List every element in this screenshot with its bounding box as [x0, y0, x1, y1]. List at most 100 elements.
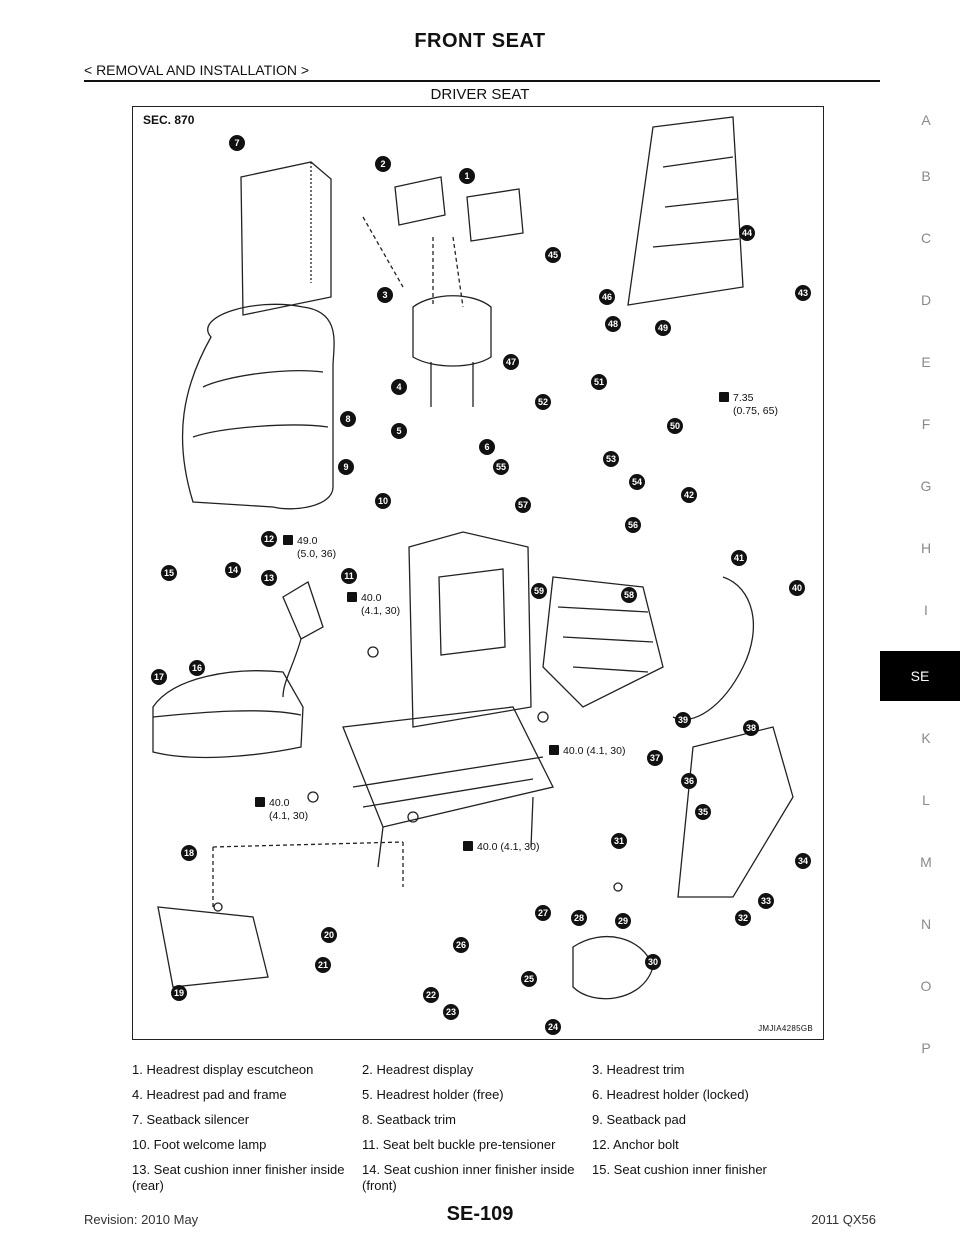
torque-label: 7.35 (0.75, 65) — [719, 392, 778, 418]
svg-text:35: 35 — [698, 807, 708, 817]
svg-text:3: 3 — [382, 290, 387, 300]
tab-e[interactable]: E — [921, 354, 931, 370]
svg-text:59: 59 — [534, 586, 544, 596]
tab-o[interactable]: O — [920, 978, 932, 994]
svg-text:7: 7 — [234, 138, 239, 148]
tab-g[interactable]: G — [920, 478, 932, 494]
svg-text:27: 27 — [538, 908, 548, 918]
svg-text:38: 38 — [746, 723, 756, 733]
legend-item: 5. Headrest holder (free) — [362, 1087, 504, 1102]
section-title: DRIVER SEAT — [430, 86, 530, 103]
legend-item: 7. Seatback silencer — [132, 1112, 250, 1127]
exploded-diagram: 7 2 1 45 46 3 4 48 49 47 44 43 51 52 50 … — [132, 106, 824, 1040]
legend-item: 10. Foot welcome lamp — [132, 1137, 267, 1152]
svg-text:44: 44 — [742, 228, 752, 238]
parts-legend: 1. Headrest display escutcheon 2. Headre… — [132, 1058, 822, 1199]
legend-row: 10. Foot welcome lamp 11. Seat belt buck… — [132, 1133, 822, 1158]
headrest-shape — [412, 295, 492, 367]
svg-text:49: 49 — [658, 323, 668, 333]
svg-text:21: 21 — [318, 960, 328, 970]
torque-value: 40.0 (4.1, 30) — [477, 841, 540, 853]
headrest-escutcheon-shape — [466, 188, 524, 242]
svg-text:22: 22 — [426, 990, 436, 1000]
svg-text:33: 33 — [761, 896, 771, 906]
legend-item: 8. Seatback trim — [362, 1112, 456, 1127]
seatback-board-shape — [627, 116, 744, 306]
tab-f[interactable]: F — [921, 416, 931, 432]
legend-row: 1. Headrest display escutcheon 2. Headre… — [132, 1058, 822, 1083]
section-code: SEC. 870 — [143, 113, 195, 127]
tab-b[interactable]: B — [921, 168, 931, 184]
breadcrumb: < REMOVAL AND INSTALLATION > — [84, 62, 310, 78]
revision-date: Revision: 2010 May — [84, 1212, 199, 1227]
torque-icon — [719, 392, 729, 402]
torque-icon — [463, 841, 473, 851]
svg-text:9: 9 — [343, 462, 348, 472]
cushion-spring-shape — [542, 576, 664, 708]
legend-item: 15. Seat cushion inner finisher — [592, 1162, 767, 1177]
svg-text:53: 53 — [606, 454, 616, 464]
svg-text:13: 13 — [264, 573, 274, 583]
svg-text:24: 24 — [548, 1022, 558, 1032]
svg-text:19: 19 — [174, 988, 184, 998]
legend-item: 9. Seatback pad — [592, 1112, 686, 1127]
seatback-trim-shape — [181, 303, 335, 510]
svg-text:46: 46 — [602, 292, 612, 302]
header-rule — [84, 80, 880, 82]
legend-item: 2. Headrest display — [362, 1062, 474, 1077]
svg-text:11: 11 — [344, 571, 354, 581]
svg-text:1: 1 — [464, 171, 469, 181]
torque-icon — [549, 745, 559, 755]
headrest-display-shape — [394, 176, 446, 226]
legend-row: 7. Seatback silencer 8. Seatback trim 9.… — [132, 1108, 822, 1133]
tab-k[interactable]: K — [921, 730, 931, 746]
torque-label: 40.0 (4.1, 30) — [549, 745, 625, 758]
page-number: SE-109 — [446, 1203, 514, 1225]
page-title: FRONT SEAT — [414, 30, 546, 52]
legend-row: 4. Headrest pad and frame 5. Headrest ho… — [132, 1083, 822, 1108]
torque-icon — [255, 797, 265, 807]
tab-p[interactable]: P — [921, 1040, 931, 1056]
svg-text:10: 10 — [378, 496, 388, 506]
svg-text:12: 12 — [264, 534, 274, 544]
svg-text:50: 50 — [670, 421, 680, 431]
torque-label: 40.0 (4.1, 30) — [463, 841, 539, 854]
tab-h[interactable]: H — [920, 540, 932, 556]
tab-d[interactable]: D — [920, 292, 932, 308]
diagram-drawing: 7 2 1 45 46 3 4 48 49 47 44 43 51 52 50 … — [151, 116, 811, 1035]
seat-cushion-shape — [152, 670, 304, 759]
tab-m[interactable]: M — [920, 854, 932, 870]
legend-item: 6. Headrest holder (locked) — [592, 1087, 749, 1102]
legend-item: 14. Seat cushion inner finisher inside (… — [362, 1162, 575, 1193]
torque-label: 49.0 (5.0, 36) — [283, 535, 336, 561]
svg-text:41: 41 — [734, 553, 744, 563]
svg-text:36: 36 — [684, 776, 694, 786]
svg-text:58: 58 — [624, 590, 634, 600]
svg-text:30: 30 — [648, 957, 658, 967]
lower-cover-shape — [572, 935, 654, 1000]
svg-text:47: 47 — [506, 357, 516, 367]
tab-a[interactable]: A — [921, 112, 931, 128]
tab-n[interactable]: N — [920, 916, 932, 932]
legend-item: 13. Seat cushion inner finisher inside (… — [132, 1162, 345, 1193]
model-year: 2011 QX56 — [811, 1212, 876, 1227]
svg-text:52: 52 — [538, 397, 548, 407]
tab-i[interactable]: I — [924, 602, 928, 618]
legend-item: 4. Headrest pad and frame — [132, 1087, 287, 1102]
front-finisher-shape — [157, 906, 269, 988]
svg-text:16: 16 — [192, 663, 202, 673]
svg-text:55: 55 — [496, 462, 506, 472]
svg-text:8: 8 — [345, 414, 350, 424]
svg-text:51: 51 — [594, 377, 604, 387]
svg-text:37: 37 — [650, 753, 660, 763]
tab-l[interactable]: L — [922, 792, 930, 808]
parts-legend-table: 1. Headrest display escutcheon 2. Headre… — [132, 1058, 822, 1199]
torque-value: 40.0 (4.1, 30) — [361, 592, 401, 617]
legend-item: 1. Headrest display escutcheon — [132, 1062, 314, 1077]
tab-se-active[interactable]: SE — [880, 651, 960, 701]
svg-text:15: 15 — [164, 568, 174, 578]
tab-c[interactable]: C — [920, 230, 932, 246]
svg-text:57: 57 — [518, 500, 528, 510]
svg-text:23: 23 — [446, 1007, 456, 1017]
svg-text:45: 45 — [548, 250, 558, 260]
